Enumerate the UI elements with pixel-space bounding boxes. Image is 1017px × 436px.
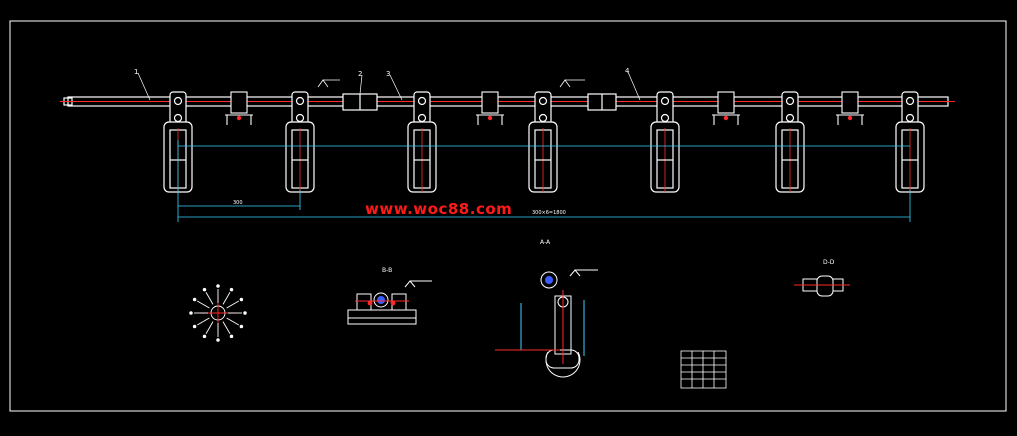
section-dd-title: D-D: [823, 259, 835, 266]
hook-assembly: [528, 91, 558, 193]
shaft-coupling: [342, 93, 617, 111]
dial-marker: [202, 334, 207, 339]
radial-dial-view: [189, 284, 247, 342]
dial-marker: [243, 311, 247, 315]
hook-assembly: [775, 91, 805, 193]
dial-spoke: [222, 321, 231, 335]
callout-leaders: [137, 71, 641, 101]
dial-marker: [216, 338, 220, 342]
dimension-total-label: 300×6=1800: [532, 210, 566, 216]
title-block: [680, 350, 727, 389]
section-bb-view: [347, 280, 432, 325]
hook-assemblies: [163, 91, 925, 193]
hook-assembly: [895, 91, 925, 193]
dial-spoke: [196, 317, 210, 326]
callout-2: 2: [358, 70, 362, 78]
dial-marker: [229, 334, 234, 339]
surface-finish-marks: [317, 79, 585, 88]
watermark: www.woc88.com: [365, 200, 513, 218]
dial-spoke: [205, 321, 214, 335]
section-dd-view: [794, 275, 850, 297]
section-aa-view: [495, 269, 598, 378]
dial-spoke: [226, 300, 240, 309]
bearing-bracket: [712, 91, 740, 125]
dial-spoke: [205, 291, 214, 305]
bearing-bracket: [836, 91, 864, 125]
dial-marker: [239, 324, 244, 329]
dial-marker: [192, 297, 197, 302]
hook-assembly: [650, 91, 680, 193]
hook-assembly: [407, 91, 437, 193]
dimension-lines: [177, 140, 911, 222]
dial-marker: [192, 324, 197, 329]
hook-assembly: [285, 91, 315, 193]
callout-3: 3: [386, 70, 390, 78]
dial-marker: [189, 311, 193, 315]
dial-spoke: [226, 317, 240, 326]
dial-marker: [202, 287, 207, 292]
callout-1: 1: [134, 68, 138, 76]
dimension-pitch-label: 300: [233, 200, 243, 206]
callout-4: 4: [625, 67, 630, 75]
bearing-bracket: [225, 91, 253, 125]
dial-marker: [239, 297, 244, 302]
section-bb-title: B-B: [382, 267, 392, 274]
bearing-brackets: [225, 91, 864, 125]
dial-spoke: [222, 291, 231, 305]
drawing-frame: [9, 20, 1007, 412]
dial-marker: [229, 287, 234, 292]
bearing-bracket: [476, 91, 504, 125]
section-aa-title: A-A: [540, 239, 551, 246]
dial-marker: [216, 284, 220, 288]
dial-spoke: [196, 300, 210, 309]
